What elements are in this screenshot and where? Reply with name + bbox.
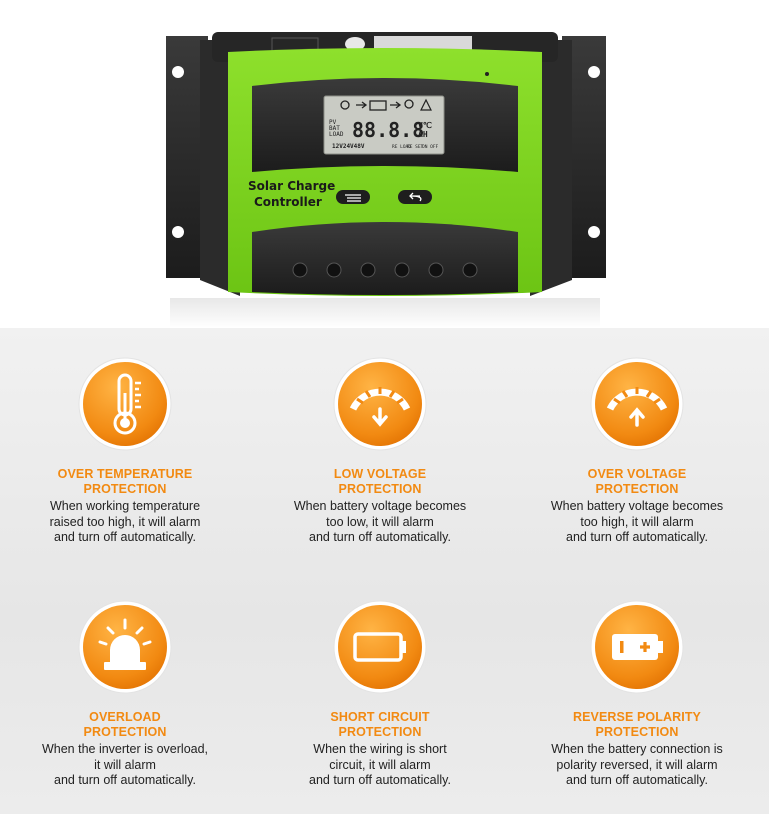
feature-title-line: OVER VOLTAGE (587, 467, 687, 481)
gauge-up-icon (590, 357, 684, 451)
feature-description-line: and turn off automatically. (309, 530, 451, 544)
feature-description-line: and turn off automatically. (566, 773, 708, 787)
svg-text:12V24V48V: 12V24V48V (332, 143, 365, 150)
feature-description-line: When working temperature (49, 499, 201, 513)
feature-title-line: REVERSE POLARITY (572, 710, 701, 724)
feature-description-line: When battery voltage becomes (293, 499, 467, 513)
lcd-top-icons (340, 98, 432, 111)
left-mounting-flange (166, 36, 208, 278)
back-button (398, 190, 432, 204)
mount-hole (588, 66, 600, 78)
feature-description-line: circuit, it will alarm (329, 757, 431, 772)
product-hero: PV BAT LOAD 88.8.8 V℃ AH 12V24V48V RE LO… (0, 0, 769, 328)
feature-description-line: When the battery connection is (551, 742, 723, 756)
feature-description-line: and turn off automatically. (54, 530, 196, 544)
svg-text:V℃: V℃ (418, 121, 432, 130)
svg-text:RE LOAD: RE LOAD (392, 144, 411, 150)
feature-title-line: PROTECTION (83, 725, 167, 739)
feature-description-line: raised too high, it will alarm (49, 514, 201, 529)
solar-charge-controller-device: PV BAT LOAD 88.8.8 V℃ AH 12V24V48V RE LO… (166, 32, 606, 296)
svg-text:RE SET: RE SET (407, 144, 424, 150)
alarm-light-icon (78, 600, 172, 694)
battery-polarity-icon (590, 600, 684, 694)
feature-title-line: PROTECTION (83, 482, 167, 496)
right-mounting-flange (562, 36, 606, 278)
feature-description-line: too high, it will alarm (580, 514, 694, 529)
feature-title-line: OVER TEMPERATURE (57, 467, 193, 481)
svg-text:BAT: BAT (329, 125, 340, 132)
feature-description-line: and turn off automatically. (54, 773, 196, 787)
gauge-down-icon (333, 357, 427, 451)
svg-text:ON OFF: ON OFF (422, 144, 439, 150)
device-reflection (170, 298, 600, 328)
feature-title-line: OVERLOAD (89, 710, 161, 724)
svg-text:AH: AH (418, 130, 428, 139)
mount-hole (588, 226, 600, 238)
feature-description: When the inverter is overload,it will al… (0, 742, 253, 789)
feature-description-line: When the inverter is overload, (41, 742, 209, 756)
feature-description-line: polarity reversed, it will alarm (556, 757, 718, 772)
feature-title-line: PROTECTION (338, 482, 422, 496)
feature-description-line: When battery voltage becomes (550, 499, 724, 513)
feature-description-line: it will alarm (94, 757, 156, 772)
svg-text:88.8.8: 88.8.8 (352, 118, 424, 142)
feature-description-line: and turn off automatically. (566, 530, 708, 544)
device-label-line2: Controller (254, 195, 322, 209)
feature-title-line: PROTECTION (595, 725, 679, 739)
menu-button (336, 190, 370, 204)
svg-text:PV: PV (329, 119, 337, 126)
svg-text:LOAD: LOAD (329, 131, 344, 138)
lcd-screen (323, 95, 445, 155)
feature-title-line: LOW VOLTAGE (333, 467, 427, 481)
feature-description-line: When the wiring is short (313, 742, 447, 756)
terminal-screws (292, 262, 478, 278)
feature-description-line: too low, it will alarm (326, 514, 434, 529)
mount-hole (172, 66, 184, 78)
battery-empty-icon (333, 600, 427, 694)
feature-title-line: PROTECTION (595, 482, 679, 496)
device-label-line1: Solar Charge (248, 179, 335, 193)
terminal-panel (252, 222, 518, 295)
feature-title-line: SHORT CIRCUIT (330, 710, 430, 724)
thermometer-icon (78, 357, 172, 451)
feature-title-line: PROTECTION (338, 725, 422, 739)
feature-description-line: and turn off automatically. (309, 773, 451, 787)
mount-hole (172, 226, 184, 238)
